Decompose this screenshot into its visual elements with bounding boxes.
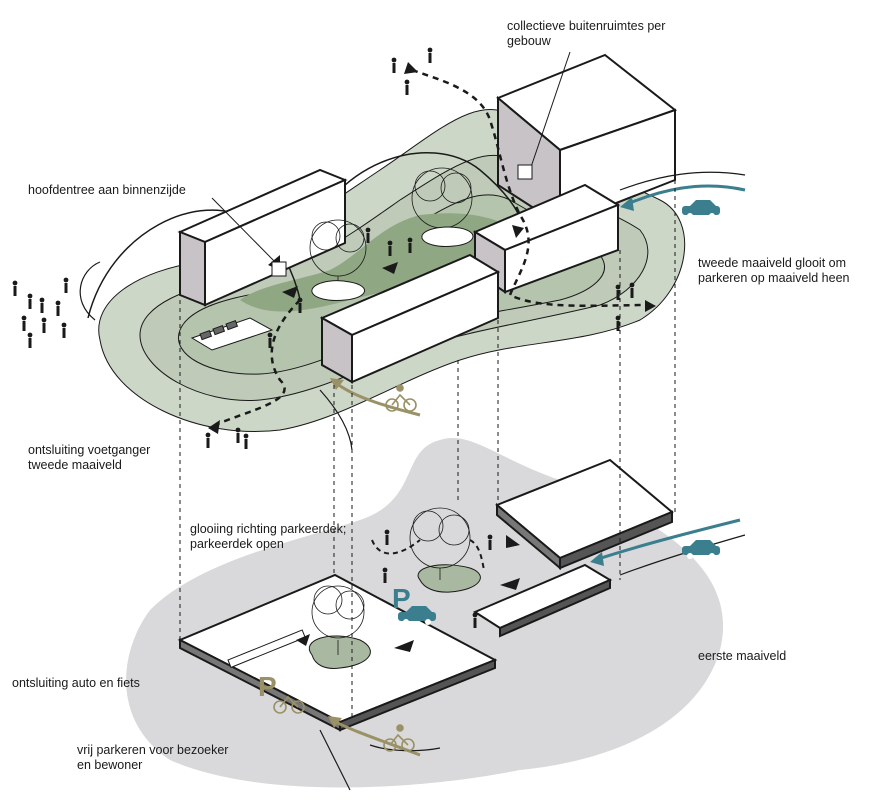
tree-icon: [311, 585, 365, 655]
walking-route-upper: [411, 68, 651, 308]
parking-symbol-lower: P: [258, 671, 277, 702]
arrow-icon: [394, 640, 414, 652]
arrow-icon: [500, 578, 520, 590]
arrow-icon: [512, 225, 524, 238]
green-island-lower-right: [417, 564, 481, 593]
label-hoofdentree: hoofdentree aan binnenzijde: [28, 183, 186, 198]
label-line: tweede maaiveld glooit om: [698, 256, 846, 270]
label-line: glooiing richting parkeerdek;: [190, 522, 347, 536]
label-ontsluiting-voetganger: ontsluiting voetganger tweede maaiveld: [28, 443, 150, 473]
level-connector-lines: [179, 180, 676, 720]
leader-line-hoofdentree: [211, 197, 279, 266]
bike-entry-arrow-upper: [334, 380, 421, 417]
label-tweede-maaiveld-glooit: tweede maaiveld glooit om parkeren op ma…: [698, 256, 850, 286]
label-line: collectieve buitenruimtes per: [507, 19, 666, 33]
tree-planter: [421, 226, 474, 247]
label-line: tweede maaiveld: [28, 458, 122, 472]
walking-route-upper-left: [214, 299, 301, 427]
parking-symbol-upper: P: [392, 583, 411, 614]
bicycle-icon: [273, 695, 305, 714]
arrow-icon: [328, 716, 342, 728]
label-line: ontsluiting voetganger: [28, 443, 151, 457]
road-curve-bike-lower: [319, 729, 351, 791]
car-icon: [682, 200, 720, 219]
bicycle-icon: [385, 384, 417, 412]
label-vrij-parkeren: vrij parkeren voor bezoeker en bewoner: [77, 743, 228, 773]
road-curve-upper: [619, 171, 746, 191]
tree-planter: [311, 280, 365, 301]
car-entry-arrow-upper: [624, 184, 746, 207]
label-collectieve-buitenruimtes: collectieve buitenruimtes per gebouw: [507, 19, 665, 49]
label-line: hoofdentree aan binnenzijde: [28, 183, 186, 197]
label-line: en bewoner: [77, 758, 143, 772]
label-line: parkeren op maaiveld heen: [698, 271, 850, 285]
tree-icon: [409, 507, 471, 580]
deck-block-lower-right: [495, 458, 674, 571]
arrow-icon: [282, 286, 298, 298]
car-icon: [398, 606, 436, 625]
label-line: gebouw: [507, 34, 551, 48]
label-line: eerste maaiveld: [698, 649, 787, 663]
car-entry-arrow-lower: [594, 518, 741, 562]
entrance-marker: [271, 261, 287, 277]
label-ontsluiting-auto: ontsluiting auto en fiets: [12, 676, 140, 691]
bicycle-icon: [383, 724, 415, 752]
label-line: ontsluiting auto en fiets: [12, 676, 140, 690]
label-line: vrij parkeren voor bezoeker: [77, 743, 229, 757]
arrow-icon: [590, 552, 604, 566]
green-island-lower-left: [309, 635, 371, 669]
arrow-icon: [296, 634, 310, 646]
pedestrian-icon: [12, 47, 635, 628]
parking-deck-lower: [177, 563, 613, 732]
arrow-icon: [208, 420, 220, 434]
road-curve-bike-upper: [319, 389, 353, 451]
walking-route-lower-right: [469, 539, 485, 571]
car-icon: [682, 540, 720, 559]
building-left: [177, 168, 348, 307]
label-line: parkeerdek open: [190, 537, 284, 551]
parking-bays: [227, 629, 306, 669]
entrance-marker: [517, 164, 533, 180]
label-eerste-maaiveld: eerste maaiveld: [698, 649, 786, 664]
leader-line-collectieve: [529, 51, 571, 171]
arrow-icon: [506, 535, 520, 548]
arrow-icon: [382, 262, 398, 274]
solar-panel-icon: [190, 317, 274, 351]
pedestrian-arc-left: [79, 261, 101, 321]
arrow-icon: [404, 62, 418, 74]
arrow-icon: [645, 300, 656, 312]
arrow-icon: [330, 378, 344, 390]
building-center: [319, 253, 501, 384]
arrow-icon: [620, 197, 634, 211]
label-glooiing: glooiing richting parkeerdek; parkeerdek…: [190, 522, 346, 552]
